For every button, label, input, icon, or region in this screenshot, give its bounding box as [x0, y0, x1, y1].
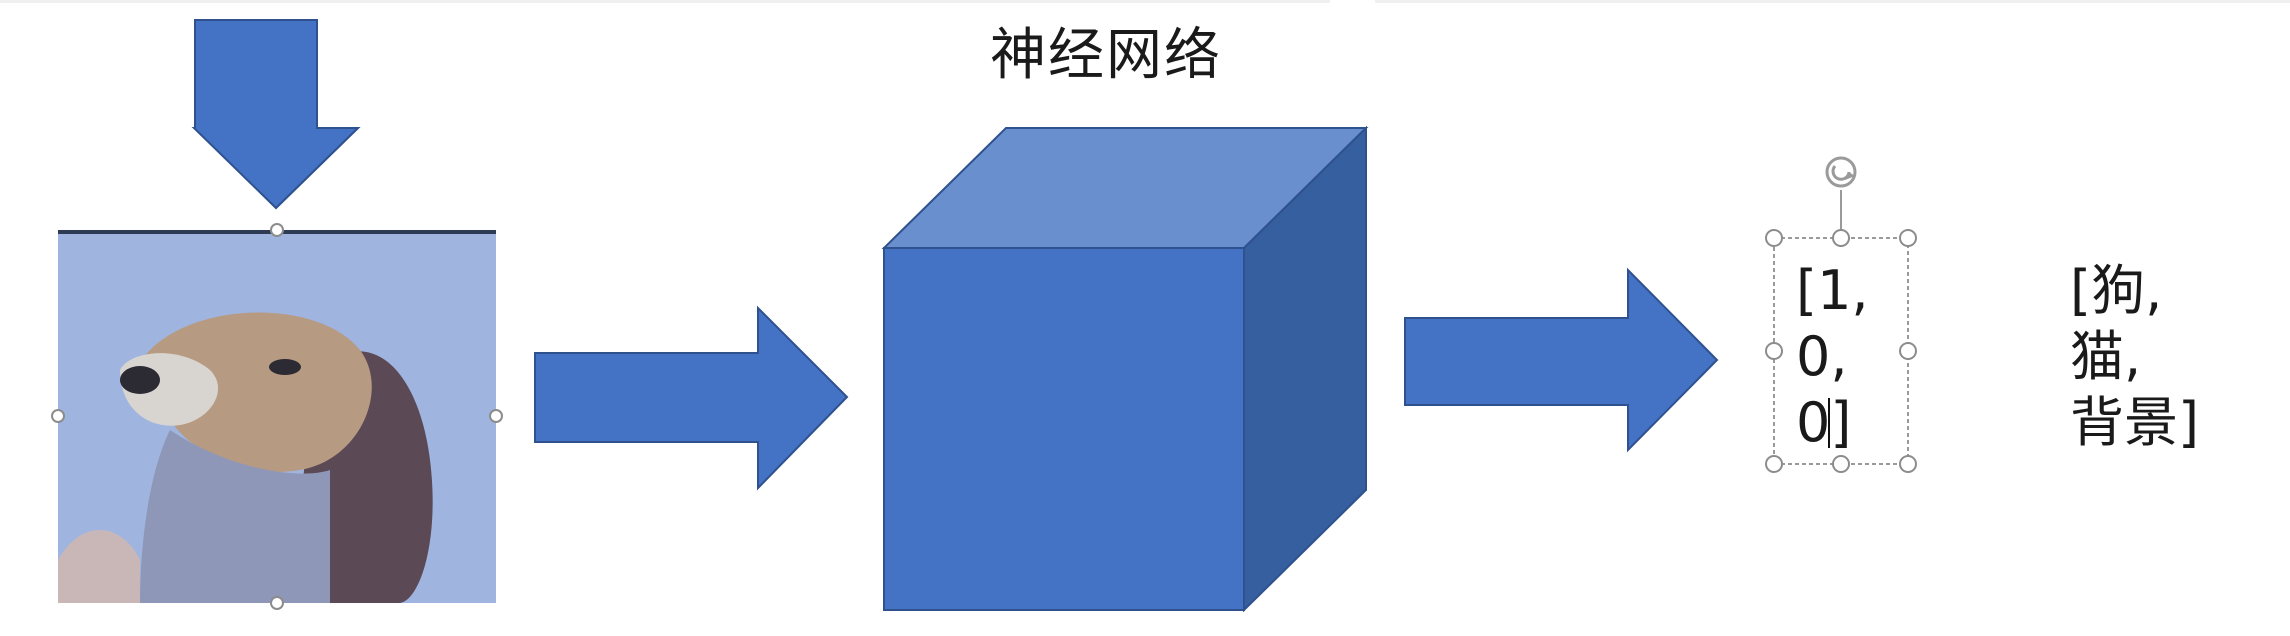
rotate-handle-icon: [1825, 156, 1857, 188]
output-line-1[interactable]: [1,: [1796, 259, 1869, 322]
output-line-3[interactable]: 0]: [1796, 391, 1852, 454]
dog-neck: [140, 430, 330, 603]
arrow-to-output[interactable]: [1404, 267, 1719, 453]
top-divider-right: [1375, 0, 2290, 3]
dog-eye: [269, 359, 301, 375]
arrow-to-network[interactable]: [534, 305, 849, 491]
output-selection-box[interactable]: [1765, 156, 1917, 473]
label-line-1: [狗,: [2070, 259, 2163, 322]
dog-body-left: [58, 530, 140, 603]
label-line-2: 猫,: [2070, 325, 2142, 388]
dog-nose: [120, 366, 160, 394]
neural-network-cube[interactable]: [881, 125, 1369, 613]
cube-front-face: [883, 247, 1245, 611]
network-title: 神经网络: [990, 23, 1222, 88]
text-cursor: [1828, 398, 1830, 448]
input-image[interactable]: [51, 223, 503, 610]
output-line-2[interactable]: 0,: [1796, 325, 1848, 388]
input-arrow-down-shape: [191, 19, 361, 210]
label-line-3: 背景]: [2070, 391, 2200, 454]
top-divider-left: [0, 0, 1330, 3]
dog-head: [135, 312, 372, 472]
